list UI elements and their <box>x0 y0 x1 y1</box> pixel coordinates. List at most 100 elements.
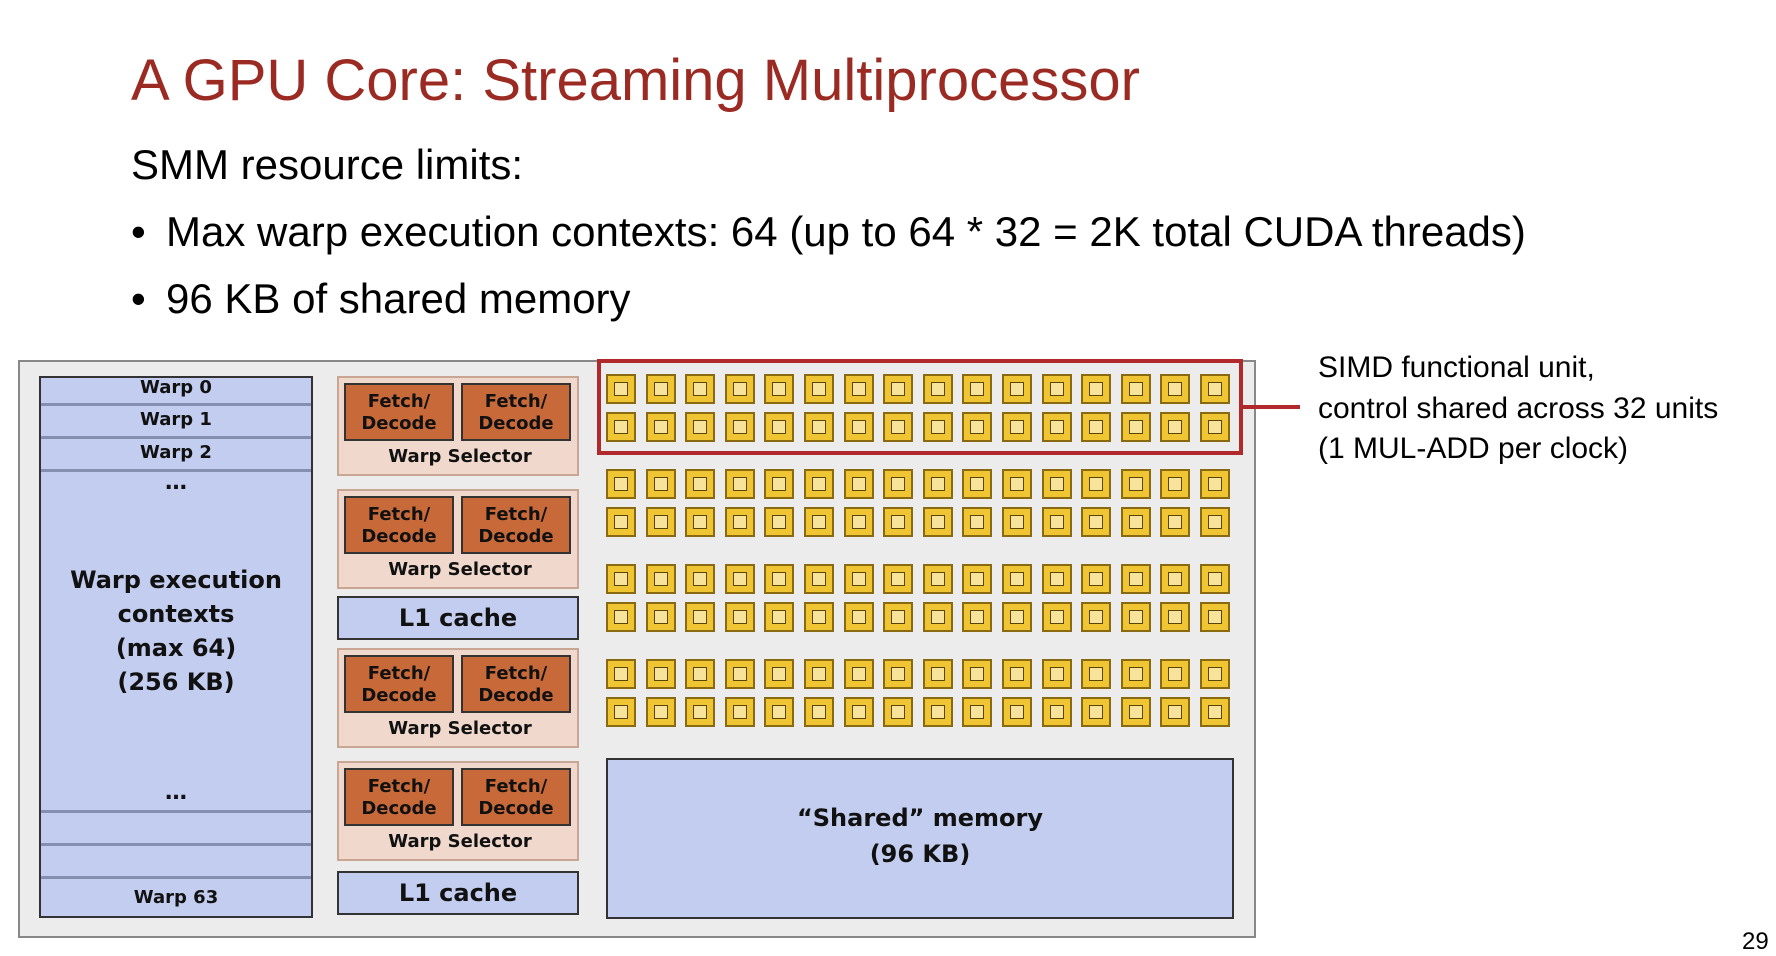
alu-unit <box>923 412 953 442</box>
shared-memory-line: (96 KB) <box>869 840 971 868</box>
warp-1-label: Warp 1 <box>140 409 212 430</box>
alu-unit <box>646 412 676 442</box>
alu-unit <box>1121 469 1151 499</box>
fetch-decode-text: Decode <box>361 526 437 547</box>
slide-title: A GPU Core: Streaming Multiprocessor <box>131 48 1140 113</box>
shared-memory-label: “Shared” memory (96 KB) <box>606 800 1234 872</box>
warp-contexts-line: contexts <box>117 600 235 628</box>
alu-unit <box>1160 412 1190 442</box>
alu-unit <box>962 469 992 499</box>
alu-unit <box>883 374 913 404</box>
alu-unit <box>1200 602 1230 632</box>
alu-unit <box>1160 659 1190 689</box>
alu-unit <box>804 564 834 594</box>
warp-ellipsis-top: … <box>165 470 187 495</box>
alu-unit <box>1121 507 1151 537</box>
alu-unit <box>962 374 992 404</box>
alu-unit <box>923 564 953 594</box>
fetch-decode-text: Fetch/ <box>367 504 431 525</box>
alu-unit <box>844 374 874 404</box>
alu-unit <box>1002 469 1032 499</box>
alu-unit <box>685 374 715 404</box>
alu-unit <box>844 697 874 727</box>
alu-unit <box>1200 374 1230 404</box>
alu-unit <box>804 602 834 632</box>
alu-unit <box>646 659 676 689</box>
alu-unit <box>685 412 715 442</box>
alu-unit <box>962 507 992 537</box>
fetch-decode-text: Fetch/ <box>367 391 431 412</box>
alu-unit <box>1002 374 1032 404</box>
alu-unit <box>725 697 755 727</box>
warp-selector-label: Warp Selector <box>388 718 532 739</box>
alu-unit <box>1160 602 1190 632</box>
l1-cache-block: L1 cache <box>337 871 579 915</box>
warp-selector-label: Warp Selector <box>388 559 532 580</box>
alu-unit <box>1200 659 1230 689</box>
warp-selector-label: Warp Selector <box>388 831 532 852</box>
alu-unit <box>646 374 676 404</box>
warp-selector-label: Warp Selector <box>388 446 532 467</box>
slide-subtitle: SMM resource limits: <box>131 141 524 188</box>
warp-scheduler-group: Fetch/Decode Fetch/Decode Warp Selector <box>337 648 579 748</box>
fetch-decode-unit: Fetch/Decode <box>461 768 571 826</box>
alu-unit <box>962 602 992 632</box>
warp-divider <box>41 876 311 879</box>
fetch-decode-text: Decode <box>478 798 554 819</box>
alu-unit <box>883 659 913 689</box>
fetch-decode-unit: Fetch/Decode <box>461 655 571 713</box>
alu-unit <box>1081 507 1111 537</box>
alu-unit <box>725 507 755 537</box>
alu-unit <box>725 374 755 404</box>
warp-scheduler-group: Fetch/Decode Fetch/Decode Warp Selector <box>337 761 579 861</box>
alu-unit <box>1081 374 1111 404</box>
alu-unit <box>606 374 636 404</box>
alu-unit <box>685 659 715 689</box>
alu-unit <box>844 564 874 594</box>
alu-unit <box>1121 374 1151 404</box>
alu-unit <box>962 412 992 442</box>
alu-unit <box>764 374 794 404</box>
alu-unit <box>883 507 913 537</box>
fetch-decode-text: Decode <box>478 526 554 547</box>
l1-cache-block: L1 cache <box>337 596 579 640</box>
warp-contexts-label: Warp execution contexts (max 64) (256 KB… <box>41 563 311 699</box>
fetch-decode-text: Decode <box>478 413 554 434</box>
alu-unit <box>606 659 636 689</box>
alu-unit <box>1002 507 1032 537</box>
alu-unit <box>685 602 715 632</box>
alu-unit <box>725 412 755 442</box>
alu-unit <box>1121 412 1151 442</box>
alu-unit <box>1042 659 1072 689</box>
alu-unit <box>844 412 874 442</box>
alu-unit <box>764 469 794 499</box>
alu-unit <box>923 659 953 689</box>
alu-unit <box>725 602 755 632</box>
alu-unit <box>606 412 636 442</box>
simd-callout-line: SIMD functional unit, <box>1318 351 1595 384</box>
bullet-dot: • <box>131 208 146 255</box>
fetch-decode-unit: Fetch/Decode <box>344 655 454 713</box>
alu-unit <box>1002 602 1032 632</box>
alu-unit <box>1042 412 1072 442</box>
fetch-decode-unit: Fetch/Decode <box>344 383 454 441</box>
alu-unit <box>764 412 794 442</box>
alu-unit <box>804 374 834 404</box>
alu-unit <box>1042 602 1072 632</box>
alu-unit <box>1081 412 1111 442</box>
alu-unit <box>646 697 676 727</box>
alu-unit <box>1200 469 1230 499</box>
shared-memory-line: “Shared” memory <box>796 804 1044 832</box>
alu-unit <box>606 564 636 594</box>
fetch-decode-text: Fetch/ <box>484 776 548 797</box>
alu-unit <box>1160 469 1190 499</box>
warp-contexts-line: Warp execution <box>70 566 282 594</box>
alu-unit <box>646 602 676 632</box>
bullet-text: 96 KB of shared memory <box>166 275 631 322</box>
alu-unit <box>804 507 834 537</box>
alu-unit <box>1081 697 1111 727</box>
warp-scheduler-group: Fetch/Decode Fetch/Decode Warp Selector <box>337 489 579 589</box>
simd-callout-line: (1 MUL-ADD per clock) <box>1318 432 1629 465</box>
alu-unit <box>1002 659 1032 689</box>
alu-unit <box>1081 602 1111 632</box>
